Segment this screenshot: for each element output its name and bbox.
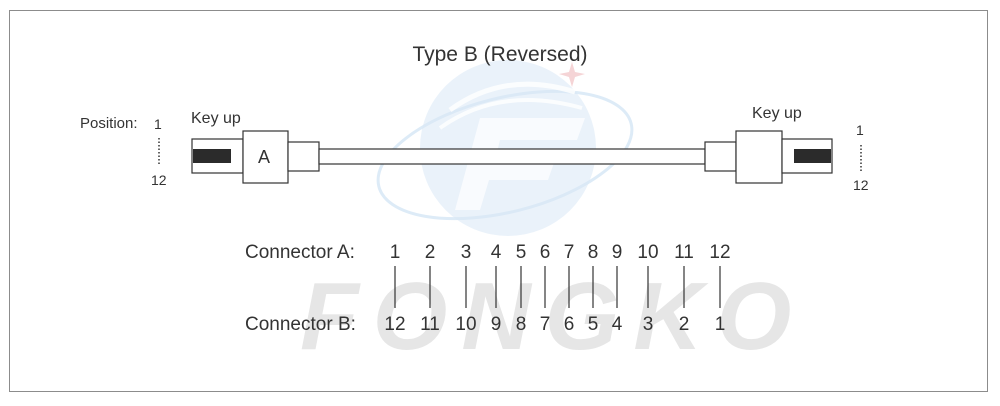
connector-a-pin: 10: [637, 242, 659, 263]
connector-a-pin: 7: [563, 242, 575, 263]
right-position-top: 1: [856, 122, 864, 138]
left-fiber-array: [193, 149, 231, 163]
connector-b-pin: 7: [539, 314, 551, 335]
connector-a-pin: 11: [674, 242, 694, 263]
diagram-frame: [9, 10, 988, 392]
connector-a-pin: 8: [587, 242, 599, 263]
connector-a-pin: 5: [515, 242, 527, 263]
left-connector-housing: [242, 130, 289, 184]
left-position-top: 1: [154, 116, 162, 132]
connector-a-pin: 3: [460, 242, 472, 263]
watermark-text: FONGKO: [300, 263, 806, 370]
connector-b-pin: 9: [490, 314, 502, 335]
connector-b-pin: 1: [714, 314, 726, 335]
diagram-title: Type B (Reversed): [412, 43, 588, 66]
connector-b-pin: 12: [384, 314, 406, 335]
connector-a-pin: 2: [424, 242, 436, 263]
connector-b-pin: 10: [455, 314, 477, 335]
right-connector-housing: [735, 130, 783, 184]
left-boot: [287, 141, 320, 172]
connector-b-pin: 3: [642, 314, 654, 335]
connector-b-pin: 2: [678, 314, 690, 335]
position-label: Position:: [80, 115, 138, 132]
right-position-bottom: 12: [853, 177, 869, 193]
connector-b-pin: 8: [515, 314, 527, 335]
connector-a-pin: 6: [539, 242, 551, 263]
right-boot: [704, 141, 737, 172]
cable: [318, 148, 706, 165]
left-key-up-label: Key up: [191, 110, 241, 127]
right-fiber-array: [794, 149, 831, 163]
connector-a-pin: 12: [709, 242, 731, 263]
connector-a-pin: 4: [490, 242, 502, 263]
connector-a-pin: 1: [389, 242, 401, 263]
right-key-up-label: Key up: [752, 105, 802, 122]
connector-a-label: Connector A:: [245, 242, 355, 263]
connector-a-pin: 9: [611, 242, 623, 263]
connector-b-pin: 4: [611, 314, 623, 335]
connector-b-pin: 11: [420, 314, 440, 335]
connector-b-label: Connector B:: [245, 314, 356, 335]
connector-b-pin: 5: [587, 314, 599, 335]
left-position-bottom: 12: [151, 172, 167, 188]
connector-a-letter: A: [258, 147, 271, 167]
connector-b-pin: 6: [563, 314, 575, 335]
